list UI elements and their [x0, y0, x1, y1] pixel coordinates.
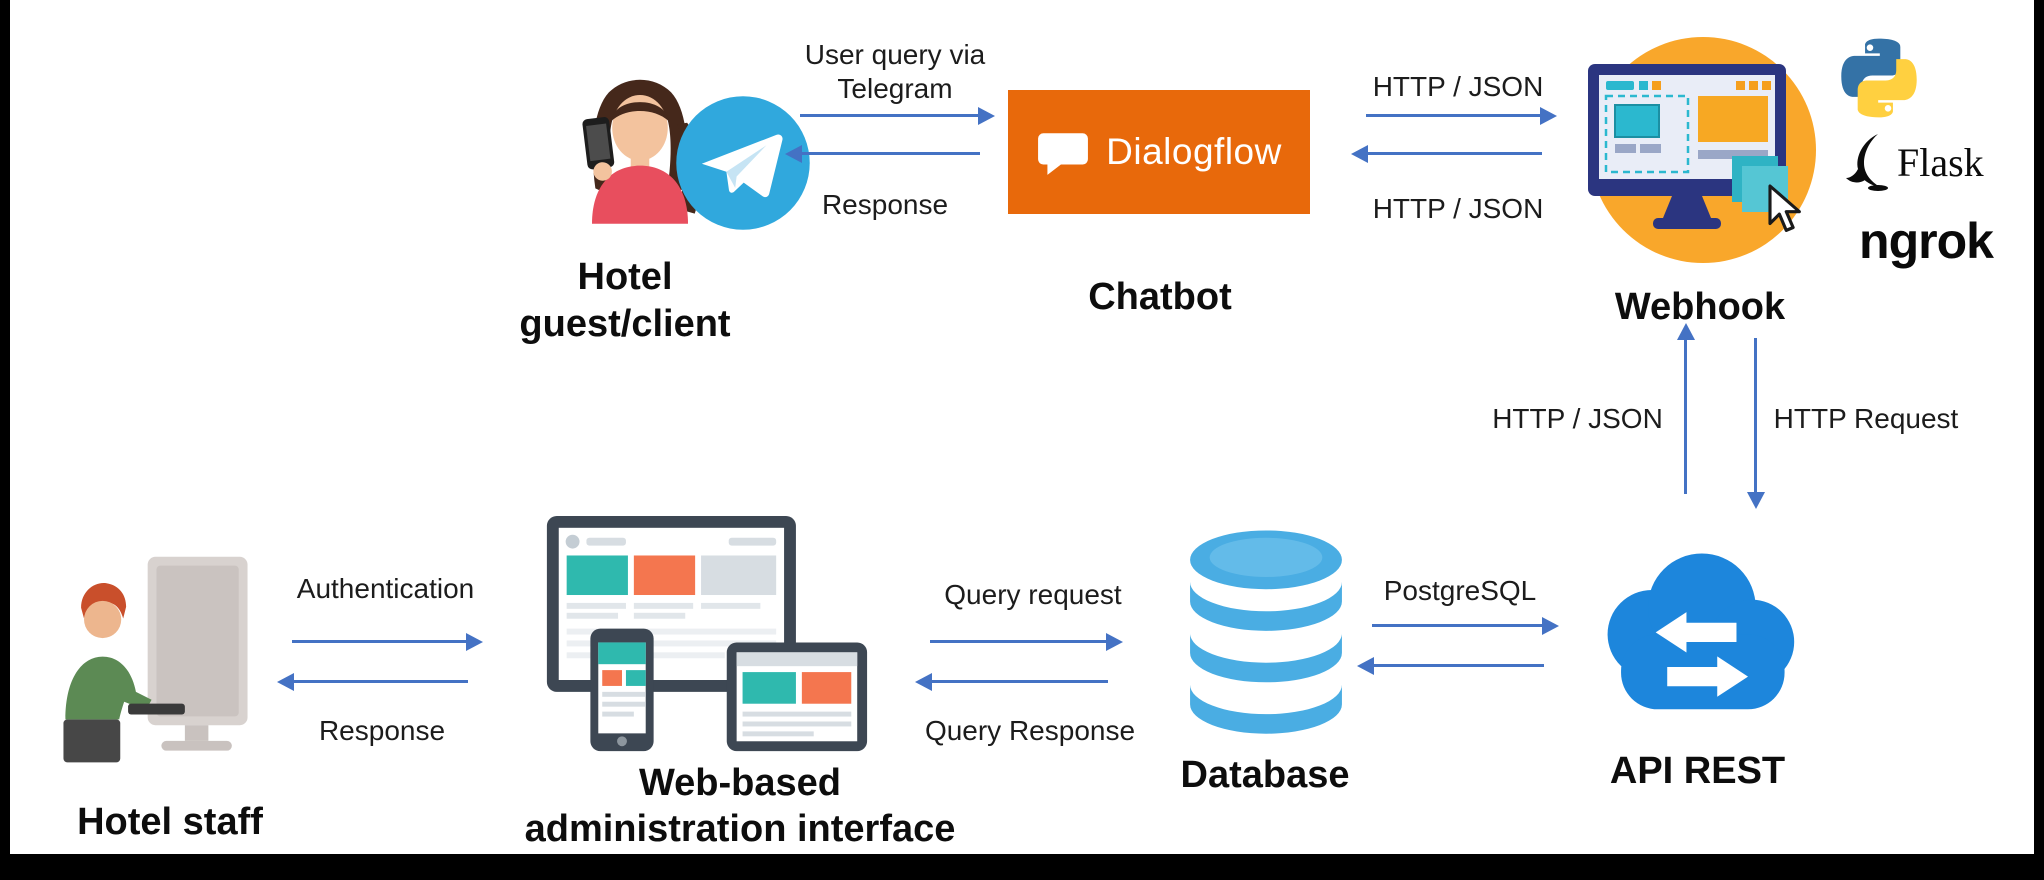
edge-label-user-query: User query via Telegram: [755, 38, 1035, 106]
edge-label-staff-response: Response: [318, 715, 446, 746]
arrow-webhook-to-chatbot: [1366, 152, 1542, 155]
arrow-chatbot-to-guest: [800, 152, 980, 155]
telegram-icon: [676, 96, 810, 230]
edge-label-authentication: Authentication: [296, 573, 475, 604]
dialogflow-icon: [1038, 133, 1089, 175]
frame-left: [0, 0, 10, 880]
edge-label-user-query-line1: User query via: [804, 39, 986, 70]
arrow-guest-to-chatbot: [800, 114, 980, 117]
ngrok-logo-text: ngrok: [1859, 213, 1994, 269]
edge-label-http-json-top: HTTP / JSON: [1372, 71, 1544, 102]
hotel-guest-label: Hotel guest/client: [450, 254, 800, 348]
database-icon: [1190, 530, 1342, 734]
edge-label-http-json-vertical: HTTP / JSON: [1492, 403, 1663, 434]
hotel-guest-label-line2: guest/client: [519, 303, 731, 345]
edge-label-http-request: HTTP Request: [1773, 403, 1959, 434]
frame-bottom: [0, 854, 2044, 880]
arrow-chatbot-to-webhook: [1366, 114, 1542, 117]
flask-horn-icon: [1846, 134, 1888, 191]
arrow-api-to-webhook: [1684, 338, 1687, 494]
edge-label-http-json-bottom: HTTP / JSON: [1372, 193, 1544, 224]
arrow-webhook-to-api: [1754, 338, 1757, 494]
edge-label-query-response: Query Response: [924, 715, 1136, 746]
smartphone-icon: [590, 628, 654, 752]
edge-label-guest-response: Response: [821, 189, 949, 220]
dialogflow-box: Dialogflow: [1008, 90, 1310, 214]
hotel-staff-label: Hotel staff: [77, 801, 263, 843]
admin-interface-label: Web-based administration interface: [425, 760, 1055, 852]
edge-label-postgresql: PostgreSQL: [1383, 575, 1537, 606]
flask-logo-text: Flask: [1897, 139, 1984, 185]
arrow-admin-to-staff: [292, 680, 468, 683]
webhook-illustration: [1588, 37, 1816, 263]
python-icon: [1841, 38, 1917, 118]
hotel-guest-label-line1: Hotel: [577, 256, 673, 298]
admin-interface-illustration: [546, 515, 868, 752]
hotel-guest-illustration: [582, 79, 701, 224]
api-rest-cloud-icon: [1607, 553, 1795, 710]
database-label: Database: [1180, 754, 1350, 796]
arrow-api-to-db: [1372, 664, 1544, 667]
flask-logo: Flask: [1845, 126, 2005, 198]
dialogflow-logo-text: Dialogflow: [1106, 131, 1282, 172]
chatbot-label: Chatbot: [1088, 276, 1232, 318]
hotel-staff-illustration: [63, 556, 248, 763]
api-rest-label: API REST: [1609, 750, 1786, 792]
arrow-admin-to-db: [930, 640, 1108, 643]
arrow-staff-to-admin: [292, 640, 468, 643]
phone-icon: [582, 117, 615, 181]
arrow-db-to-admin: [930, 680, 1108, 683]
admin-interface-label-line1: Web-based: [638, 762, 841, 804]
webhook-label: Webhook: [1614, 286, 1786, 328]
tablet-icon: [726, 642, 868, 752]
admin-interface-label-line2: administration interface: [524, 808, 956, 850]
edge-label-query-request: Query request: [944, 579, 1122, 610]
arrow-db-to-api: [1372, 624, 1544, 627]
cursor-icon: [1768, 184, 1801, 232]
frame-right: [2034, 0, 2044, 880]
edge-label-user-query-line2: Telegram: [837, 73, 953, 104]
